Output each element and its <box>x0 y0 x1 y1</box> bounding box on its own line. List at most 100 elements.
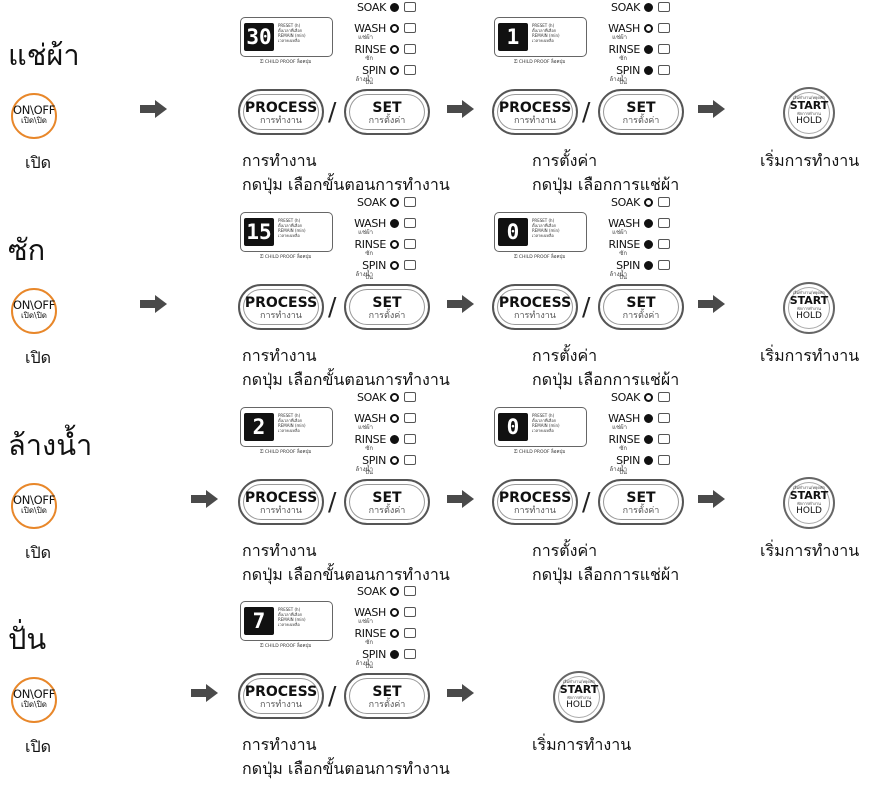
mode-label: SPIN <box>362 64 386 77</box>
process-caption: การทำงาน <box>242 541 317 560</box>
mode-label: WASH <box>608 217 640 230</box>
mode-label-th: ล้างน้ำ <box>609 271 627 278</box>
mode-label-th: ซัก <box>365 639 373 646</box>
mode-led-indicator <box>390 435 399 444</box>
mode-label-th: ล้างน้ำ <box>355 271 373 278</box>
set-button-label-th: การตั้งค่า <box>368 506 406 516</box>
hold-label: HOLD <box>796 311 822 321</box>
arrow-shaft <box>447 689 463 697</box>
hold-label: HOLD <box>796 506 822 516</box>
hold-label: HOLD <box>796 116 822 126</box>
set-button-label: SET <box>626 295 656 311</box>
spin-icon <box>658 260 670 270</box>
arrow-right-icon <box>447 490 474 508</box>
arrow-head <box>462 100 474 118</box>
mode-led-indicator <box>390 45 399 54</box>
slash-separator: / <box>328 292 337 321</box>
set-button-label-th: การตั้งค่า <box>368 311 406 321</box>
arrow-right-icon <box>191 684 218 702</box>
soak-icon <box>404 586 416 596</box>
mode-led-indicator <box>390 198 399 207</box>
process-button-label: PROCESS <box>244 100 318 116</box>
process-caption: การทำงาน <box>242 346 317 365</box>
mode-label: RINSE <box>608 43 640 56</box>
wash-icon <box>404 218 416 228</box>
display-digits: 0 <box>498 218 528 246</box>
mode-label-th: ปั่น <box>619 274 627 281</box>
mode-led-indicator <box>644 240 653 249</box>
on-off-label: ON\OFF <box>13 103 56 117</box>
mode-label: WASH <box>608 22 640 35</box>
set-caption: การตั้งค่า <box>532 346 598 365</box>
soak-icon <box>404 197 416 207</box>
step-title: ซัก <box>8 233 46 267</box>
soak-icon <box>658 197 670 207</box>
mode-label: SPIN <box>616 64 640 77</box>
arrow-shaft <box>191 689 207 697</box>
mode-label: SOAK <box>611 196 640 209</box>
set-caption-instruction: กดปุ่ม เลือกการแช่ผ้า <box>532 175 680 194</box>
mode-label: SOAK <box>357 585 386 598</box>
rinse-icon <box>658 434 670 444</box>
arrow-head <box>462 295 474 313</box>
set-button-label-th: การตั้งค่า <box>368 700 406 710</box>
mode-label: SOAK <box>357 1 386 14</box>
slash-separator: / <box>328 487 337 516</box>
child-proof-label: ⚿ CHILD PROOF ล็อคปุ่ม <box>260 644 312 649</box>
open-label: เปิด <box>25 348 52 367</box>
process-button-label-th: การทำงาน <box>260 311 302 321</box>
mode-label-th: ล้างน้ำ <box>609 466 627 473</box>
process-caption-instruction: กดปุ่ม เลือกขั้นตอนการทำงาน <box>242 370 450 389</box>
display-digits: 7 <box>244 607 274 635</box>
mode-label-th: ล้างน้ำ <box>355 660 373 667</box>
mode-label: RINSE <box>354 238 386 251</box>
arrow-shaft <box>447 300 463 308</box>
mode-row-soak: SOAK <box>590 2 680 22</box>
start-caption: เริ่มการทำงาน <box>760 346 860 365</box>
mode-label-th: แช่ผ้า <box>612 424 627 431</box>
hold-label-th: พักการทำงาน <box>797 111 821 116</box>
mode-led-indicator <box>390 219 399 228</box>
mode-label: SPIN <box>616 259 640 272</box>
arrow-right-icon <box>140 295 167 313</box>
mode-label: SPIN <box>362 454 386 467</box>
arrow-right-icon <box>698 100 725 118</box>
process-caption-instruction: กดปุ่ม เลือกขั้นตอนการทำงาน <box>242 565 450 584</box>
spin-icon <box>404 260 416 270</box>
arrow-head <box>713 295 725 313</box>
display-digits: 30 <box>244 23 274 51</box>
